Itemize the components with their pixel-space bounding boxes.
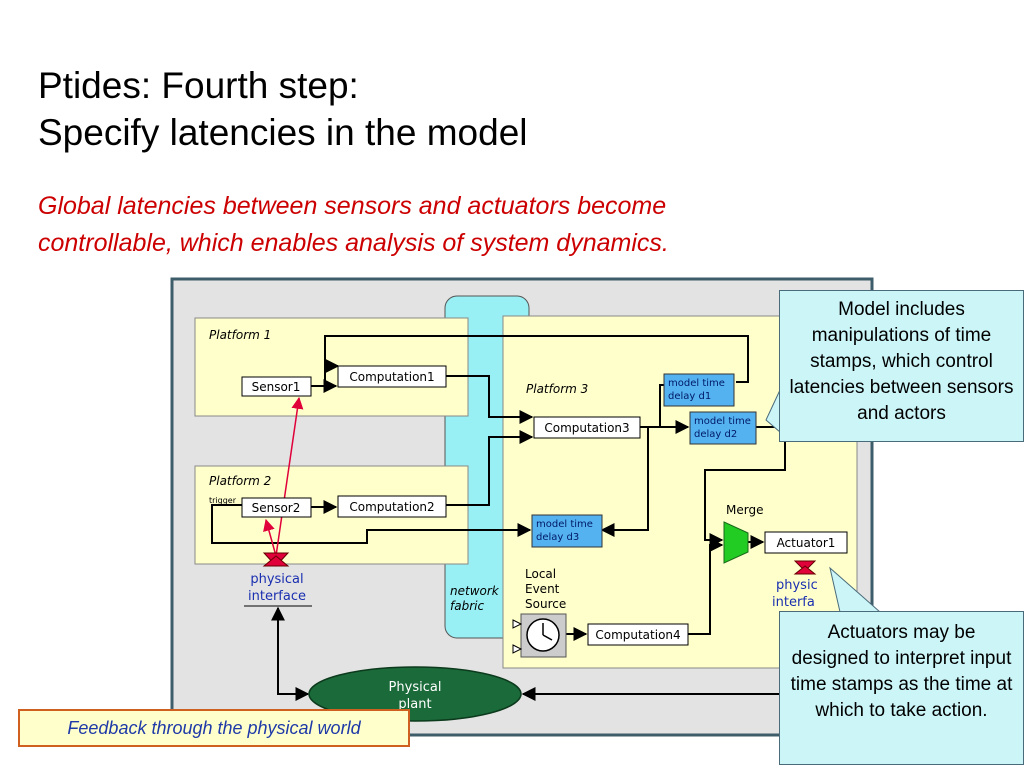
computation1-box [337,365,447,388]
slide-title: Ptides: Fourth step: Specify latencies i… [38,62,528,156]
sensor1-label: Sensor1 [252,380,301,394]
delay-d3-label-1: model time [536,519,593,530]
physical-interface-label-1: physical [250,572,303,587]
physical-plant-label-1: Physical [389,680,442,695]
computation3-box [533,416,641,439]
title-line-1: Ptides: Fourth step: [38,65,359,106]
platform-1-label: Platform 1 [209,328,271,342]
delay-d3-label-2: delay d3 [536,532,579,543]
computation1-label: Computation1 [349,370,434,384]
sensor2-label: Sensor2 [252,501,301,515]
platform-3-label: Platform 3 [526,382,588,396]
feedback-callout: Feedback through the physical world [18,709,410,747]
computation2-label: Computation2 [349,500,434,514]
model-callout-text: Model includes manipulations of time sta… [789,299,1014,424]
subtitle-line-1: Global latencies between sensors and act… [38,192,667,220]
sensor1-box [241,376,312,397]
local-event-label-1: Local [525,567,556,581]
delay-d2-label-1: model time [694,416,751,427]
subtitle-line-2: controllable, which enables analysis of … [38,229,669,257]
delay-d1-box [663,373,735,407]
local-event-label-3: Source [525,597,566,611]
title-line-2: Specify latencies in the model [38,112,528,153]
platform-2-label: Platform 2 [209,474,271,488]
physical-plant [308,666,522,722]
physical-interface-right-label-1: physic [776,578,818,593]
computation2-box [337,495,447,518]
computation3-label: Computation3 [544,421,629,435]
delay-d3-box [531,514,603,548]
computation4-box [587,623,689,646]
physical-interface-right-label-2: interfa [772,595,815,610]
actuator1-box [764,531,848,554]
slide-subtitle: Global latencies between sensors and act… [38,188,669,262]
model-callout: Model includes manipulations of time sta… [779,290,1024,442]
trigger-label: trigger [209,496,237,505]
network-label-2: fabric [450,599,484,613]
delay-d1-label-2: delay d1 [668,391,711,402]
clock-icon [512,613,567,658]
delay-d2-box [689,411,757,445]
local-event-label-2: Event [525,582,560,596]
merge-label: Merge [726,503,763,517]
physical-plant-label-2: plant [398,697,431,712]
physical-interface-label-2: interface [248,589,306,604]
physical-interface-right-icon [793,560,817,575]
actuators-callout: Actuators may be designed to interpret i… [779,611,1024,765]
sensor2-box [241,497,312,518]
physical-interface-icon [262,552,290,567]
feedback-callout-text: Feedback through the physical world [67,718,361,738]
computation4-label: Computation4 [595,628,680,642]
sensor2-link [263,518,277,557]
merge-shape [723,521,749,564]
actuators-callout-text: Actuators may be designed to interpret i… [790,622,1013,721]
delay-d2-label-2: delay d2 [694,429,737,440]
sensor-link [275,396,304,557]
delay-d1-label-1: model time [668,378,725,389]
network-label-1: network [450,584,500,598]
actuator1-label: Actuator1 [777,536,836,550]
